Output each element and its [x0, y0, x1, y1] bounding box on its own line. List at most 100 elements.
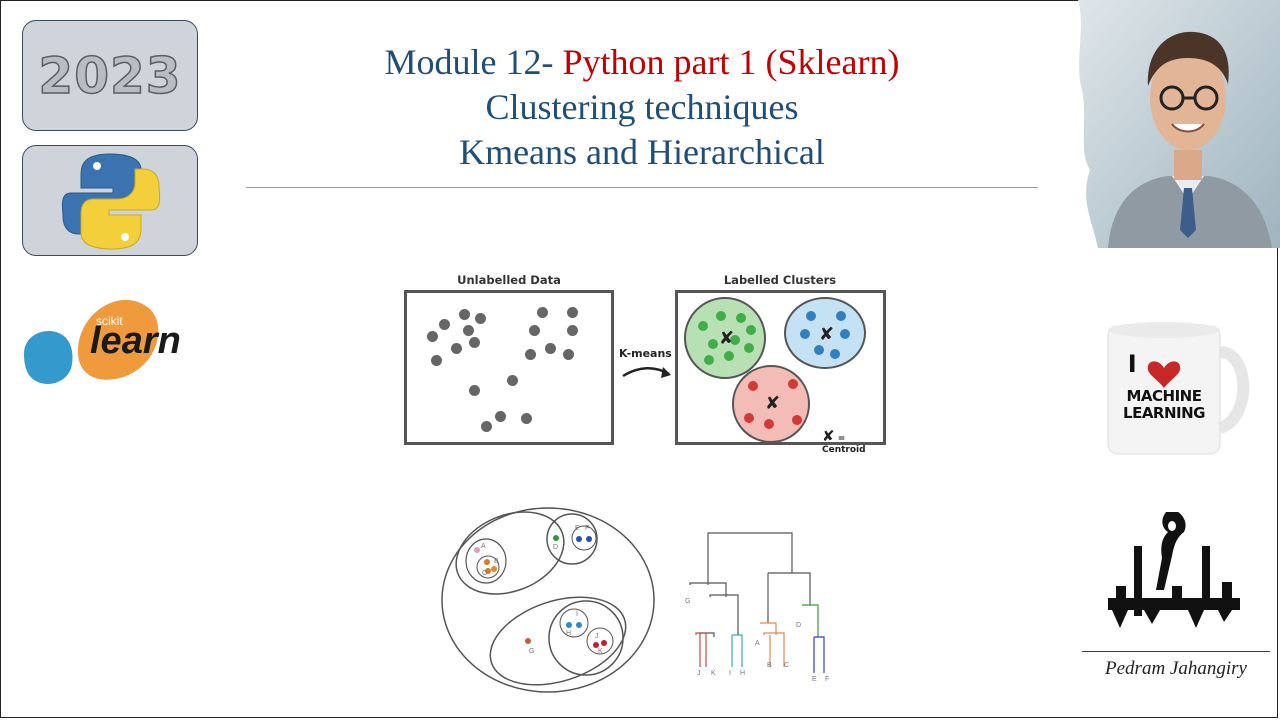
- centroid-icon: ✘: [719, 328, 735, 349]
- title-line-1: Module 12- Python part 1 (Sklearn): [246, 40, 1038, 85]
- cluster-point: [764, 419, 774, 429]
- data-point: [525, 349, 536, 360]
- svg-text:G: G: [529, 648, 534, 655]
- data-point: [451, 343, 462, 354]
- hierarchical-venn-diagram: A B C D E F G I H J K: [441, 507, 655, 693]
- cluster-green: ✘: [684, 297, 766, 379]
- data-point: [567, 325, 578, 336]
- calligraphy-logo-icon: [1108, 512, 1240, 628]
- svg-text:B: B: [494, 558, 499, 565]
- cluster-point: [708, 339, 718, 349]
- cluster-point: [716, 311, 726, 321]
- data-point: [469, 385, 480, 396]
- scikit-learn-logo-icon: [24, 299, 159, 384]
- centroid-legend-text: = Centroid: [822, 434, 866, 455]
- svg-text:K: K: [598, 648, 603, 655]
- dendrogram-label: D: [796, 622, 801, 629]
- data-point: [495, 411, 506, 422]
- mug-text-i: I: [1127, 350, 1137, 378]
- mug-icon: [1107, 322, 1250, 455]
- data-point: [459, 309, 470, 320]
- dendrogram-leaf: B: [767, 662, 772, 669]
- title-python-part: Python part 1 (Sklearn): [562, 42, 900, 82]
- cluster-point: [800, 329, 810, 339]
- centroid-icon: ✘: [765, 393, 781, 414]
- cluster-point: [744, 343, 754, 353]
- svg-text:J: J: [595, 633, 599, 640]
- data-point: [439, 319, 450, 330]
- scikit-learn-text: learn: [90, 320, 181, 362]
- kmeans-arrow-label: K-means: [619, 347, 672, 360]
- author-signature: Pedram Jahangiry: [1105, 658, 1247, 679]
- cluster-point: [814, 345, 824, 355]
- calligraphy-logo: [1104, 506, 1244, 646]
- cluster-point: [748, 381, 758, 391]
- title-line-3: Kmeans and Hierarchical: [459, 132, 825, 172]
- centroid-legend-icon: ✘: [822, 427, 835, 445]
- data-point: [475, 313, 486, 324]
- data-point: [507, 375, 518, 386]
- data-point: [567, 307, 578, 318]
- unlabelled-data-panel: [404, 290, 614, 445]
- cluster-point: [704, 355, 714, 365]
- kmeans-arrow-icon: [622, 367, 671, 378]
- presenter-photo: [1068, 0, 1280, 248]
- dendrogram-leaf: H: [740, 670, 745, 677]
- data-point: [521, 413, 532, 424]
- centroid-icon: ✘: [819, 324, 835, 345]
- dendrogram-leaf: C: [784, 662, 789, 669]
- svg-text:I: I: [576, 611, 578, 618]
- data-point: [463, 325, 474, 336]
- dendrogram-leaf: A: [755, 640, 760, 647]
- title-module: Module 12-: [384, 42, 563, 82]
- cluster-blue: ✘: [784, 297, 866, 369]
- slide-title: Module 12- Python part 1 (Sklearn) Clust…: [246, 40, 1038, 175]
- centroid-legend: ✘ = Centroid: [822, 427, 883, 455]
- data-point: [481, 421, 492, 432]
- svg-text:E: E: [575, 525, 580, 532]
- data-point: [563, 349, 574, 360]
- cluster-point: [840, 329, 850, 339]
- cluster-point: [746, 325, 756, 335]
- svg-text:C: C: [482, 570, 487, 577]
- signature-divider: [1082, 651, 1270, 652]
- dendrogram-leaf: K: [711, 670, 716, 677]
- dendrogram-leaf: E: [812, 676, 817, 683]
- cluster-point: [736, 313, 746, 323]
- cluster-red: ✘: [732, 365, 810, 443]
- cluster-point: [806, 311, 816, 321]
- dendrogram-leaf: J: [697, 670, 701, 677]
- cluster-point: [792, 415, 802, 425]
- svg-text:D: D: [553, 544, 558, 551]
- data-point: [537, 307, 548, 318]
- labelled-clusters-panel: ✘ ✘ ✘ ✘ = Centroid: [675, 290, 886, 455]
- cluster-point: [730, 335, 740, 345]
- data-point: [469, 337, 480, 348]
- cluster-point: [724, 351, 734, 361]
- mug-text-machine: MACHINE: [1126, 387, 1202, 405]
- python-logo-icon: [61, 153, 161, 250]
- data-point: [427, 331, 438, 342]
- mug-image: [1100, 318, 1250, 464]
- svg-text:H: H: [566, 630, 571, 637]
- year-text: 2023: [38, 46, 182, 106]
- presenter-portrait-icon: [1078, 0, 1280, 248]
- title-line-2: Clustering techniques: [485, 87, 799, 127]
- dendrogram-label: G: [685, 598, 690, 605]
- labelled-clusters-label: Labelled Clusters: [723, 273, 837, 287]
- year-badge: 2023: [22, 20, 198, 131]
- dendrogram: G D J K I H A B C E F: [685, 532, 829, 683]
- dendrogram-leaf: I: [729, 670, 731, 677]
- dendrogram-leaf: F: [825, 676, 829, 683]
- cluster-point: [788, 379, 798, 389]
- data-point: [431, 355, 442, 366]
- mug-text-learning: LEARNING: [1123, 404, 1205, 422]
- cluster-point: [744, 413, 754, 423]
- data-point: [545, 343, 556, 354]
- svg-text:F: F: [585, 525, 589, 532]
- title-divider: [246, 187, 1038, 188]
- scikit-learn-logo: scikit learn: [20, 292, 195, 392]
- cluster-point: [698, 321, 708, 331]
- unlabelled-data-label: Unlabelled Data: [457, 273, 561, 287]
- svg-text:A: A: [481, 543, 486, 550]
